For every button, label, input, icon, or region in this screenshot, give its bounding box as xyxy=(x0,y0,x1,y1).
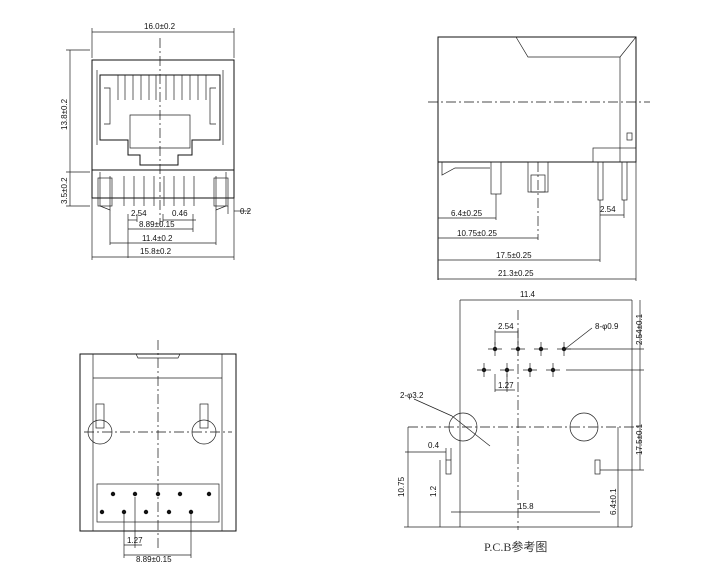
dim-bottom-span: 8.89±0.15 xyxy=(136,555,172,564)
pcb-holes xyxy=(481,346,567,373)
dim-side-4: 21.3±0.25 xyxy=(498,269,534,278)
pcb-row-offset: 2.54±0.1 xyxy=(635,313,644,345)
pcb-height-left: 10.75 xyxy=(397,476,406,497)
dim-pin-height: 3.5±0.2 xyxy=(60,177,69,204)
dim-side-2: 10.75±0.25 xyxy=(457,229,498,238)
pcb-peg-holes: 2-φ3.2 xyxy=(400,391,424,400)
pcb-view: 2-φ3.2 11.4 2.54 8-φ0.9 2.54±0.1 1.27 xyxy=(397,290,644,554)
dim-width: 16.0±0.2 xyxy=(144,22,176,31)
pcb-base-width: 15.8 xyxy=(518,502,534,511)
pcb-pitch: 2.54 xyxy=(498,322,514,331)
dim-bottom-pitch: 1.27 xyxy=(127,536,143,545)
dim-body-height: 13.8±0.2 xyxy=(60,98,69,130)
dim-peg-span: 11.4±0.2 xyxy=(142,234,173,243)
dim-offset: 0.2 xyxy=(240,207,252,216)
dim-base-width: 15.8±0.2 xyxy=(140,247,172,256)
pcb-stagger: 1.27 xyxy=(498,381,514,390)
dim-pin-span: 8.89±0.15 xyxy=(139,220,175,229)
front-view: 16.0±0.2 13.8±0.2 3.5±0.2 0.2 2.54 0.46 … xyxy=(60,22,252,260)
pcb-slot-width: 0.4 xyxy=(428,441,440,450)
dim-pin-width: 0.46 xyxy=(172,209,188,218)
pcb-peg-row-height: 17.5±0.1 xyxy=(635,423,644,455)
pcb-top-span: 11.4 xyxy=(520,290,536,299)
pcb-holes-label: 8-φ0.9 xyxy=(595,322,619,331)
dim-side-1: 6.4±0.25 xyxy=(451,209,483,218)
pcb-slot-height: 1.2 xyxy=(429,485,438,497)
pcb-height-right: 6.4±0.1 xyxy=(609,488,618,515)
bottom-view: 1.27 8.89±0.15 xyxy=(79,340,237,564)
bottom-pins xyxy=(99,491,212,515)
dim-pitch: 2.54 xyxy=(131,209,147,218)
pcb-caption: P.C.B参考图 xyxy=(484,539,547,554)
side-view: 6.4±0.25 10.75±0.25 17.5±0.25 21.3±0.25 … xyxy=(428,36,650,281)
dim-side-5: 2.54 xyxy=(600,205,616,214)
dim-side-3: 17.5±0.25 xyxy=(496,251,532,260)
